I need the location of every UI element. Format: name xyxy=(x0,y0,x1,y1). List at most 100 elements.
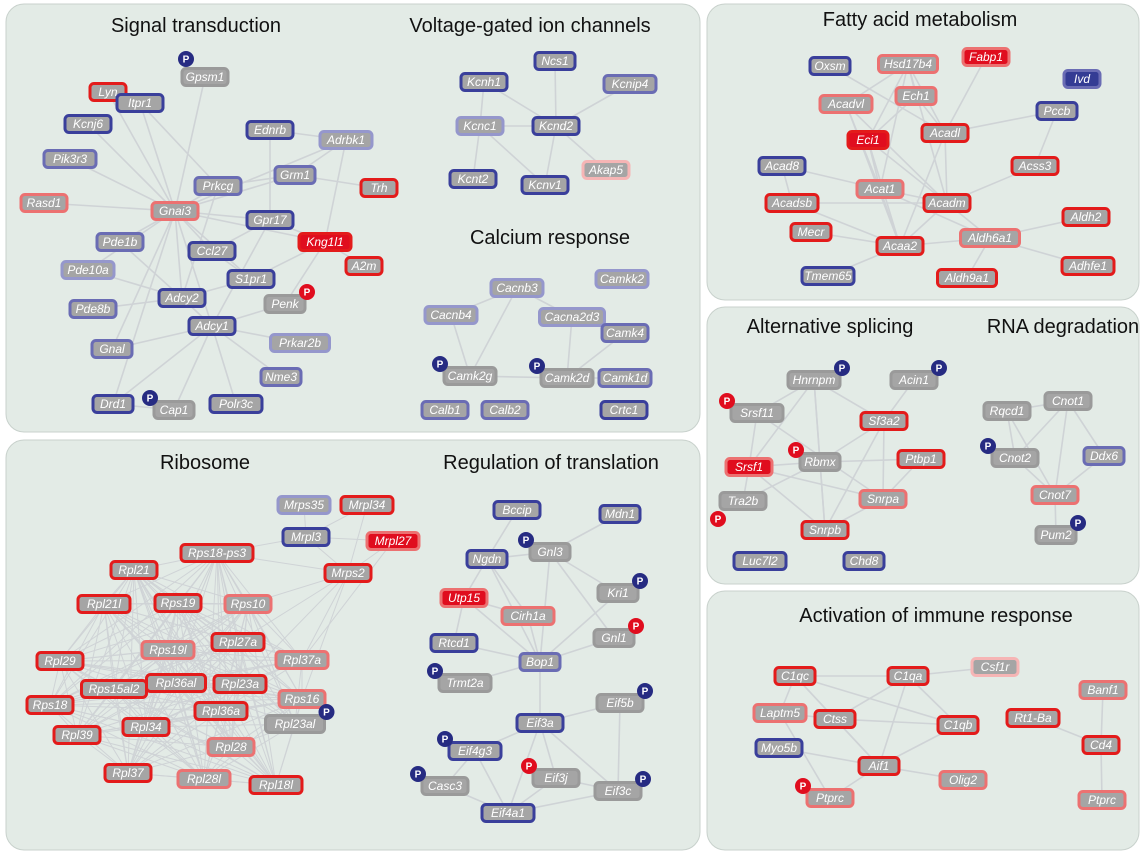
gene-node-mrps2[interactable]: Mrps2 xyxy=(323,563,373,583)
gene-node-kcnd2[interactable]: Kcnd2 xyxy=(531,116,581,136)
gene-node-c1qb[interactable]: C1qb xyxy=(936,715,980,735)
gene-node-cirh1a[interactable]: Cirh1a xyxy=(500,606,556,626)
gene-node-kng1l1[interactable]: Kng1l1 xyxy=(297,232,353,252)
gene-node-banf1[interactable]: Banf1 xyxy=(1078,680,1128,700)
gene-node-pik3r3[interactable]: Pik3r3 xyxy=(42,149,98,169)
gene-node-utp15[interactable]: Utp15 xyxy=(439,588,489,608)
gene-node-myo5b[interactable]: Myo5b xyxy=(754,738,804,758)
gene-node-laptm5[interactable]: Laptm5 xyxy=(752,703,808,723)
gene-node-hsd17b4[interactable]: Hsd17b4 xyxy=(877,54,939,74)
gene-node-pde10a[interactable]: Pde10a xyxy=(60,260,116,280)
gene-node-rpl27a[interactable]: Rpl27a xyxy=(210,632,266,652)
gene-node-chd8[interactable]: Chd8 xyxy=(842,551,886,571)
gene-node-aldh2[interactable]: Aldh2 xyxy=(1061,207,1111,227)
gene-node-gnai3[interactable]: Gnai3 xyxy=(150,201,200,221)
gene-node-eif4a1[interactable]: Eif4a1 xyxy=(480,803,536,823)
gene-node-trh[interactable]: Trh xyxy=(359,178,399,198)
gene-node-kcnv1[interactable]: Kcnv1 xyxy=(520,175,570,195)
gene-node-rps18[interactable]: Rps18 xyxy=(25,695,75,715)
gene-node-rpl34[interactable]: Rpl34 xyxy=(121,717,171,737)
gene-node-ptbp1[interactable]: Ptbp1 xyxy=(896,449,946,469)
gene-node-bccip[interactable]: Bccip xyxy=(492,500,542,520)
gene-node-cnot7[interactable]: Cnot7 xyxy=(1030,485,1080,505)
gene-node-acadsb[interactable]: Acadsb xyxy=(764,193,820,213)
gene-node-gpr17[interactable]: Gpr17 xyxy=(245,210,295,230)
gene-node-rpl28[interactable]: Rpl28 xyxy=(206,737,256,757)
gene-node-ctss[interactable]: Ctss xyxy=(813,709,857,729)
gene-node-rps19[interactable]: Rps19 xyxy=(153,593,203,613)
gene-node-oxsm[interactable]: Oxsm xyxy=(808,56,852,76)
gene-node-rpl18l[interactable]: Rpl18l xyxy=(248,775,304,795)
gene-node-gnal[interactable]: Gnal xyxy=(90,339,134,359)
gene-node-cacnb3[interactable]: Cacnb3 xyxy=(489,278,545,298)
gene-node-grm1[interactable]: Grm1 xyxy=(273,165,317,185)
gene-node-rpl36al[interactable]: Rpl36al xyxy=(145,673,207,693)
gene-node-calb1[interactable]: Calb1 xyxy=(420,400,470,420)
gene-node-itpr1[interactable]: Itpr1 xyxy=(115,93,165,113)
gene-node-rpl37[interactable]: Rpl37 xyxy=(103,763,153,783)
gene-node-rpl36a[interactable]: Rpl36a xyxy=(193,701,249,721)
gene-node-ednrb[interactable]: Ednrb xyxy=(245,120,295,140)
gene-node-ngdn[interactable]: Ngdn xyxy=(465,549,509,569)
gene-node-ivd[interactable]: Ivd xyxy=(1062,69,1102,89)
gene-node-mrpl3[interactable]: Mrpl3 xyxy=(281,527,331,547)
gene-node-pde8b[interactable]: Pde8b xyxy=(68,299,118,319)
gene-node-camkk2[interactable]: Camkk2 xyxy=(594,269,650,289)
gene-node-a2m[interactable]: A2m xyxy=(344,256,384,276)
gene-node-aldh9a1[interactable]: Aldh9a1 xyxy=(936,268,998,288)
gene-node-kcnt2[interactable]: Kcnt2 xyxy=(448,169,498,189)
gene-node-acadm[interactable]: Acadm xyxy=(922,193,972,213)
gene-node-calb2[interactable]: Calb2 xyxy=(480,400,530,420)
gene-node-luc7l2[interactable]: Luc7l2 xyxy=(732,551,788,571)
gene-node-aldh6a1[interactable]: Aldh6a1 xyxy=(959,228,1021,248)
gene-node-rpl39[interactable]: Rpl39 xyxy=(52,725,102,745)
gene-node-camk4[interactable]: Camk4 xyxy=(600,323,650,343)
gene-node-cnot1[interactable]: Cnot1 xyxy=(1043,391,1093,411)
gene-node-adrbk1[interactable]: Adrbk1 xyxy=(318,130,374,150)
gene-node-rpl37a[interactable]: Rpl37a xyxy=(274,650,330,670)
gene-node-eif3a[interactable]: Eif3a xyxy=(515,713,565,733)
gene-node-kcnh1[interactable]: Kcnh1 xyxy=(459,72,509,92)
gene-node-kcnip4[interactable]: Kcnip4 xyxy=(602,74,658,94)
gene-node-ccl27[interactable]: Ccl27 xyxy=(187,241,237,261)
gene-node-rps10[interactable]: Rps10 xyxy=(223,594,273,614)
gene-node-rpl21[interactable]: Rpl21 xyxy=(109,560,159,580)
gene-node-ddx6[interactable]: Ddx6 xyxy=(1082,446,1126,466)
gene-node-crtc1[interactable]: Crtc1 xyxy=(599,400,649,420)
gene-node-snrpb[interactable]: Snrpb xyxy=(800,520,850,540)
gene-node-c1qa[interactable]: C1qa xyxy=(886,666,930,686)
gene-node-eci1[interactable]: Eci1 xyxy=(846,130,890,150)
gene-node-cacna2d3[interactable]: Cacna2d3 xyxy=(538,307,606,327)
gene-node-adhfe1[interactable]: Adhfe1 xyxy=(1060,256,1116,276)
gene-node-acad8[interactable]: Acad8 xyxy=(757,156,807,176)
gene-node-pde1b[interactable]: Pde1b xyxy=(95,232,145,252)
gene-node-acss3[interactable]: Acss3 xyxy=(1010,156,1060,176)
gene-node-rpl28l[interactable]: Rpl28l xyxy=(176,769,232,789)
gene-node-rps16[interactable]: Rps16 xyxy=(277,689,327,709)
gene-node-sf3a2[interactable]: Sf3a2 xyxy=(859,411,909,431)
gene-node-ptprc-2[interactable]: Ptprc xyxy=(1077,790,1127,810)
gene-node-adcy1[interactable]: Adcy1 xyxy=(187,316,237,336)
gene-node-rpl21l[interactable]: Rpl21l xyxy=(76,594,132,614)
gene-node-polr3c[interactable]: Polr3c xyxy=(208,394,264,414)
gene-node-bop1[interactable]: Bop1 xyxy=(518,652,562,672)
gene-node-adcy2[interactable]: Adcy2 xyxy=(157,288,207,308)
gene-node-akap5[interactable]: Akap5 xyxy=(581,160,631,180)
gene-node-ncs1[interactable]: Ncs1 xyxy=(533,51,577,71)
gene-node-csf1r[interactable]: Csf1r xyxy=(970,657,1020,677)
